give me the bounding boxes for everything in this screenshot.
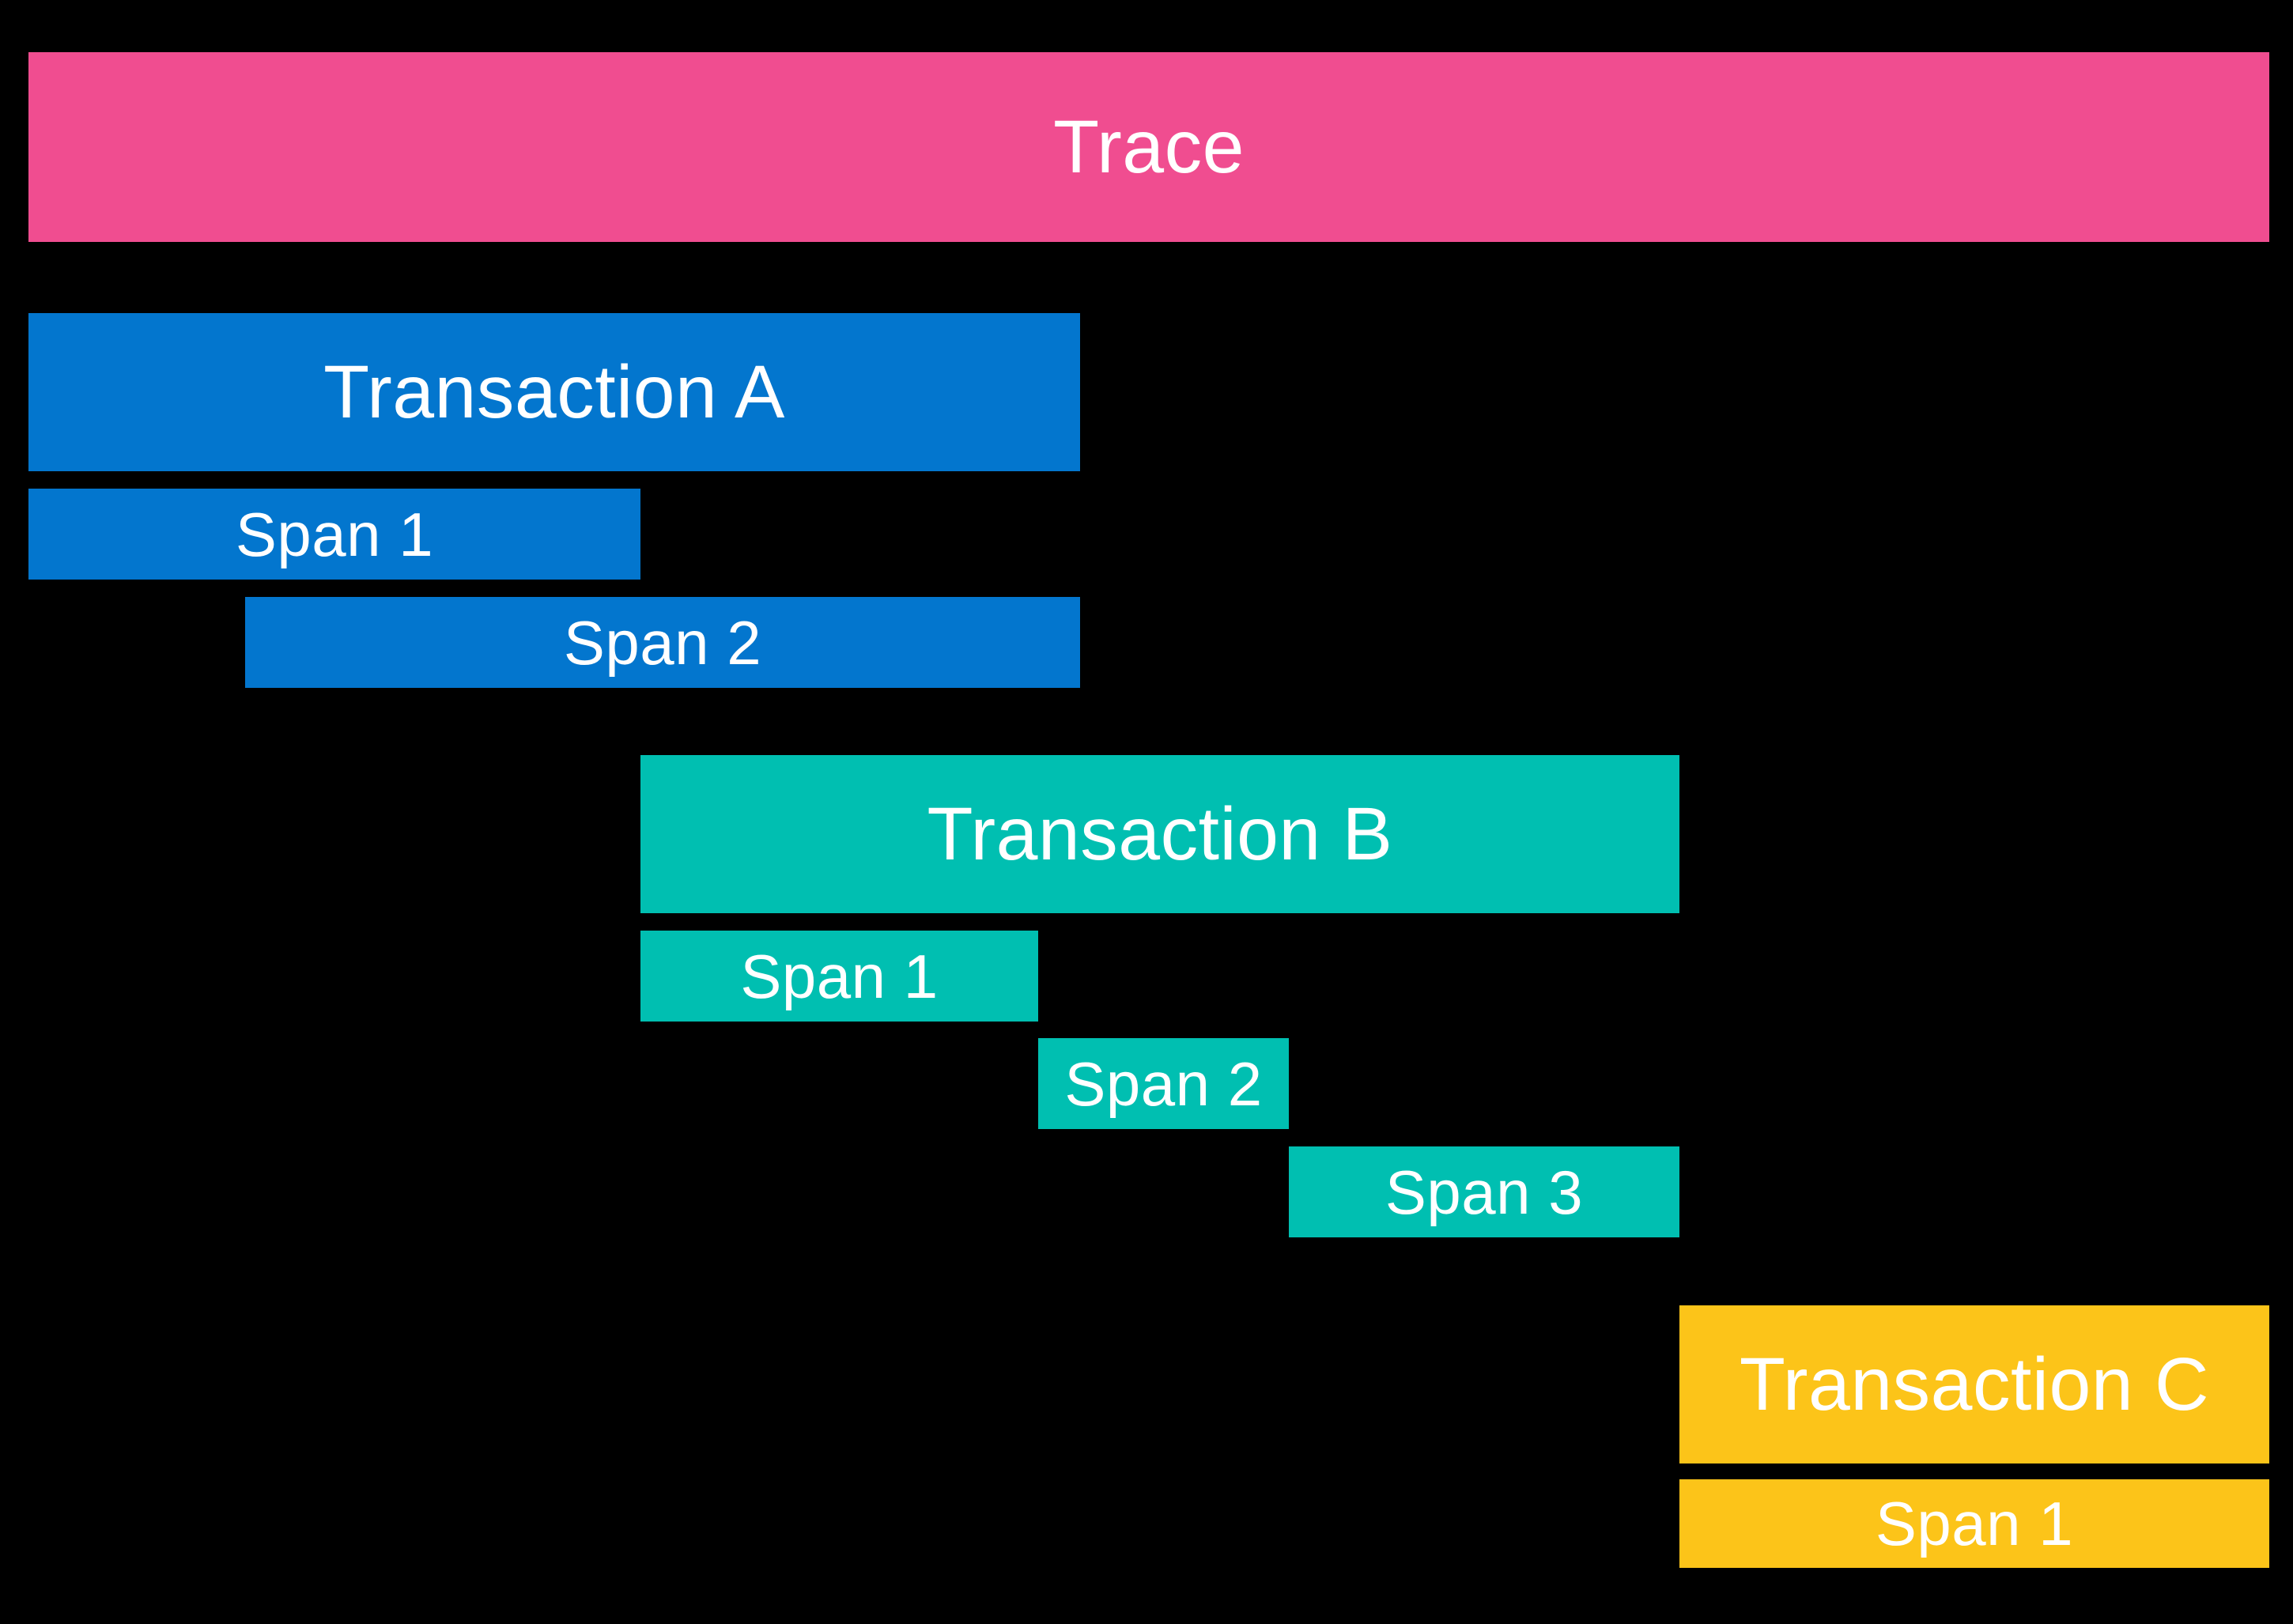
transaction-a-span-2-label: Span 2 (563, 607, 762, 678)
transaction-c-label: Transaction C (1739, 1342, 2210, 1426)
transaction-b-span-2-bar: Span 2 (1038, 1038, 1289, 1129)
transaction-c-bar: Transaction C (1679, 1305, 2269, 1463)
transaction-b-label: Transaction B (927, 791, 1393, 876)
transaction-b-span-1-bar: Span 1 (640, 931, 1038, 1022)
transaction-b-bar: Transaction B (640, 755, 1679, 913)
transaction-c-span-1-bar: Span 1 (1679, 1479, 2269, 1568)
transaction-b-span-1-label: Span 1 (740, 941, 939, 1011)
transaction-a-span-2-bar: Span 2 (245, 597, 1080, 688)
transaction-b-span-2-label: Span 2 (1064, 1048, 1263, 1119)
trace-bar: Trace (28, 52, 2269, 242)
transaction-b-span-3-label: Span 3 (1384, 1157, 1584, 1227)
transaction-b-span-3-bar: Span 3 (1289, 1146, 1679, 1237)
transaction-a-span-1-bar: Span 1 (28, 489, 640, 580)
trace-label: Trace (1053, 104, 1245, 189)
transaction-c-span-1-label: Span 1 (1875, 1489, 2074, 1558)
transaction-a-label: Transaction A (323, 349, 785, 434)
transaction-a-bar: Transaction A (28, 313, 1080, 471)
transaction-a-span-1-label: Span 1 (235, 499, 434, 569)
